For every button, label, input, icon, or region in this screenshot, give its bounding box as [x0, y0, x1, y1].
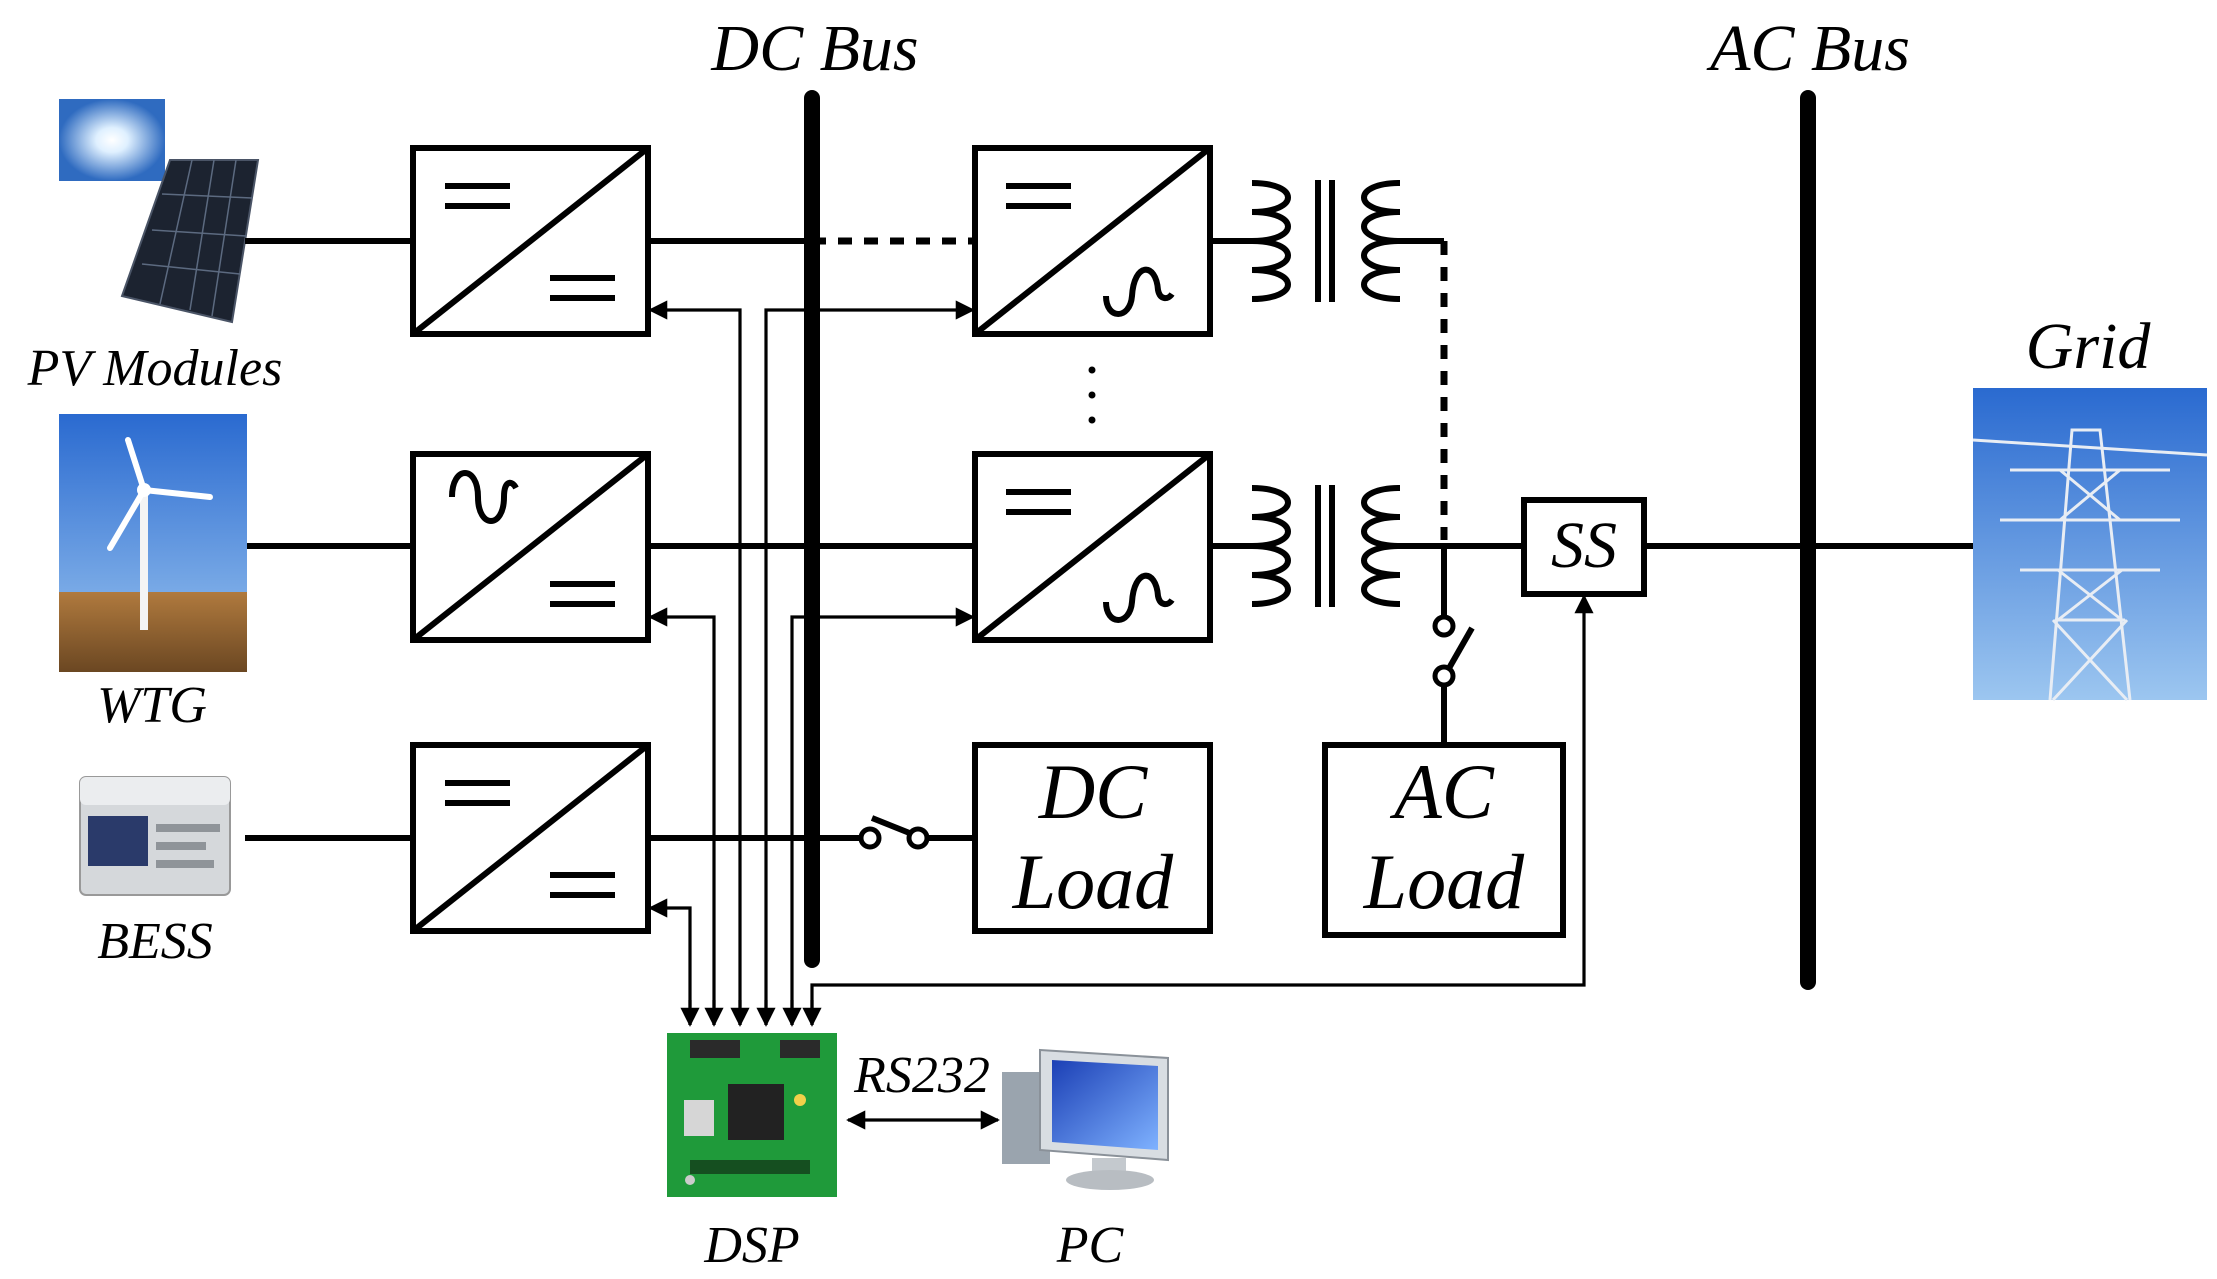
solar-panel-icon	[59, 99, 260, 324]
ss-label: SS	[1551, 509, 1617, 582]
transformer-bottom	[1210, 485, 1524, 607]
battery-icon	[79, 776, 231, 896]
transmission-tower-icon	[1972, 388, 2208, 702]
dc-load-switch	[858, 815, 975, 850]
transformer-top	[1210, 180, 1444, 302]
ac-bus-label: AC Bus	[1706, 12, 1910, 85]
ac-load-switch	[1432, 546, 1475, 745]
dcac-inverter-top	[972, 145, 1213, 337]
dcac-inverter-bottom	[972, 451, 1213, 643]
bess-dcdc-converter	[410, 742, 651, 934]
wtg-label: WTG	[97, 677, 207, 734]
rs232-label: RS232	[853, 1047, 990, 1104]
computer-icon	[1002, 1048, 1169, 1190]
dc-bus-label: DC Bus	[710, 12, 918, 85]
ac-load-label-1: AC	[1389, 748, 1495, 835]
grid-label: Grid	[2026, 310, 2152, 383]
dc-load-label-1: DC	[1038, 748, 1148, 835]
ellipsis-dots	[1088, 366, 1096, 424]
pv-label: PV Modules	[27, 340, 283, 397]
dc-load-label-2: Load	[1012, 838, 1174, 925]
control-signals	[648, 300, 1594, 1027]
static-switch: SS	[1521, 497, 1647, 597]
ac-load-box: AC Load	[1322, 742, 1566, 938]
dc-load-box: DC Load	[972, 742, 1213, 934]
wind-turbine-icon	[59, 414, 247, 672]
pv-dcdc-converter	[410, 145, 651, 337]
dsp-board-icon	[667, 1033, 837, 1197]
ac-load-label-2: Load	[1363, 838, 1525, 925]
pc-label: PC	[1056, 1217, 1125, 1274]
bess-label: BESS	[97, 913, 213, 970]
wtg-acdc-converter	[410, 451, 651, 643]
dsp-label: DSP	[703, 1217, 799, 1274]
